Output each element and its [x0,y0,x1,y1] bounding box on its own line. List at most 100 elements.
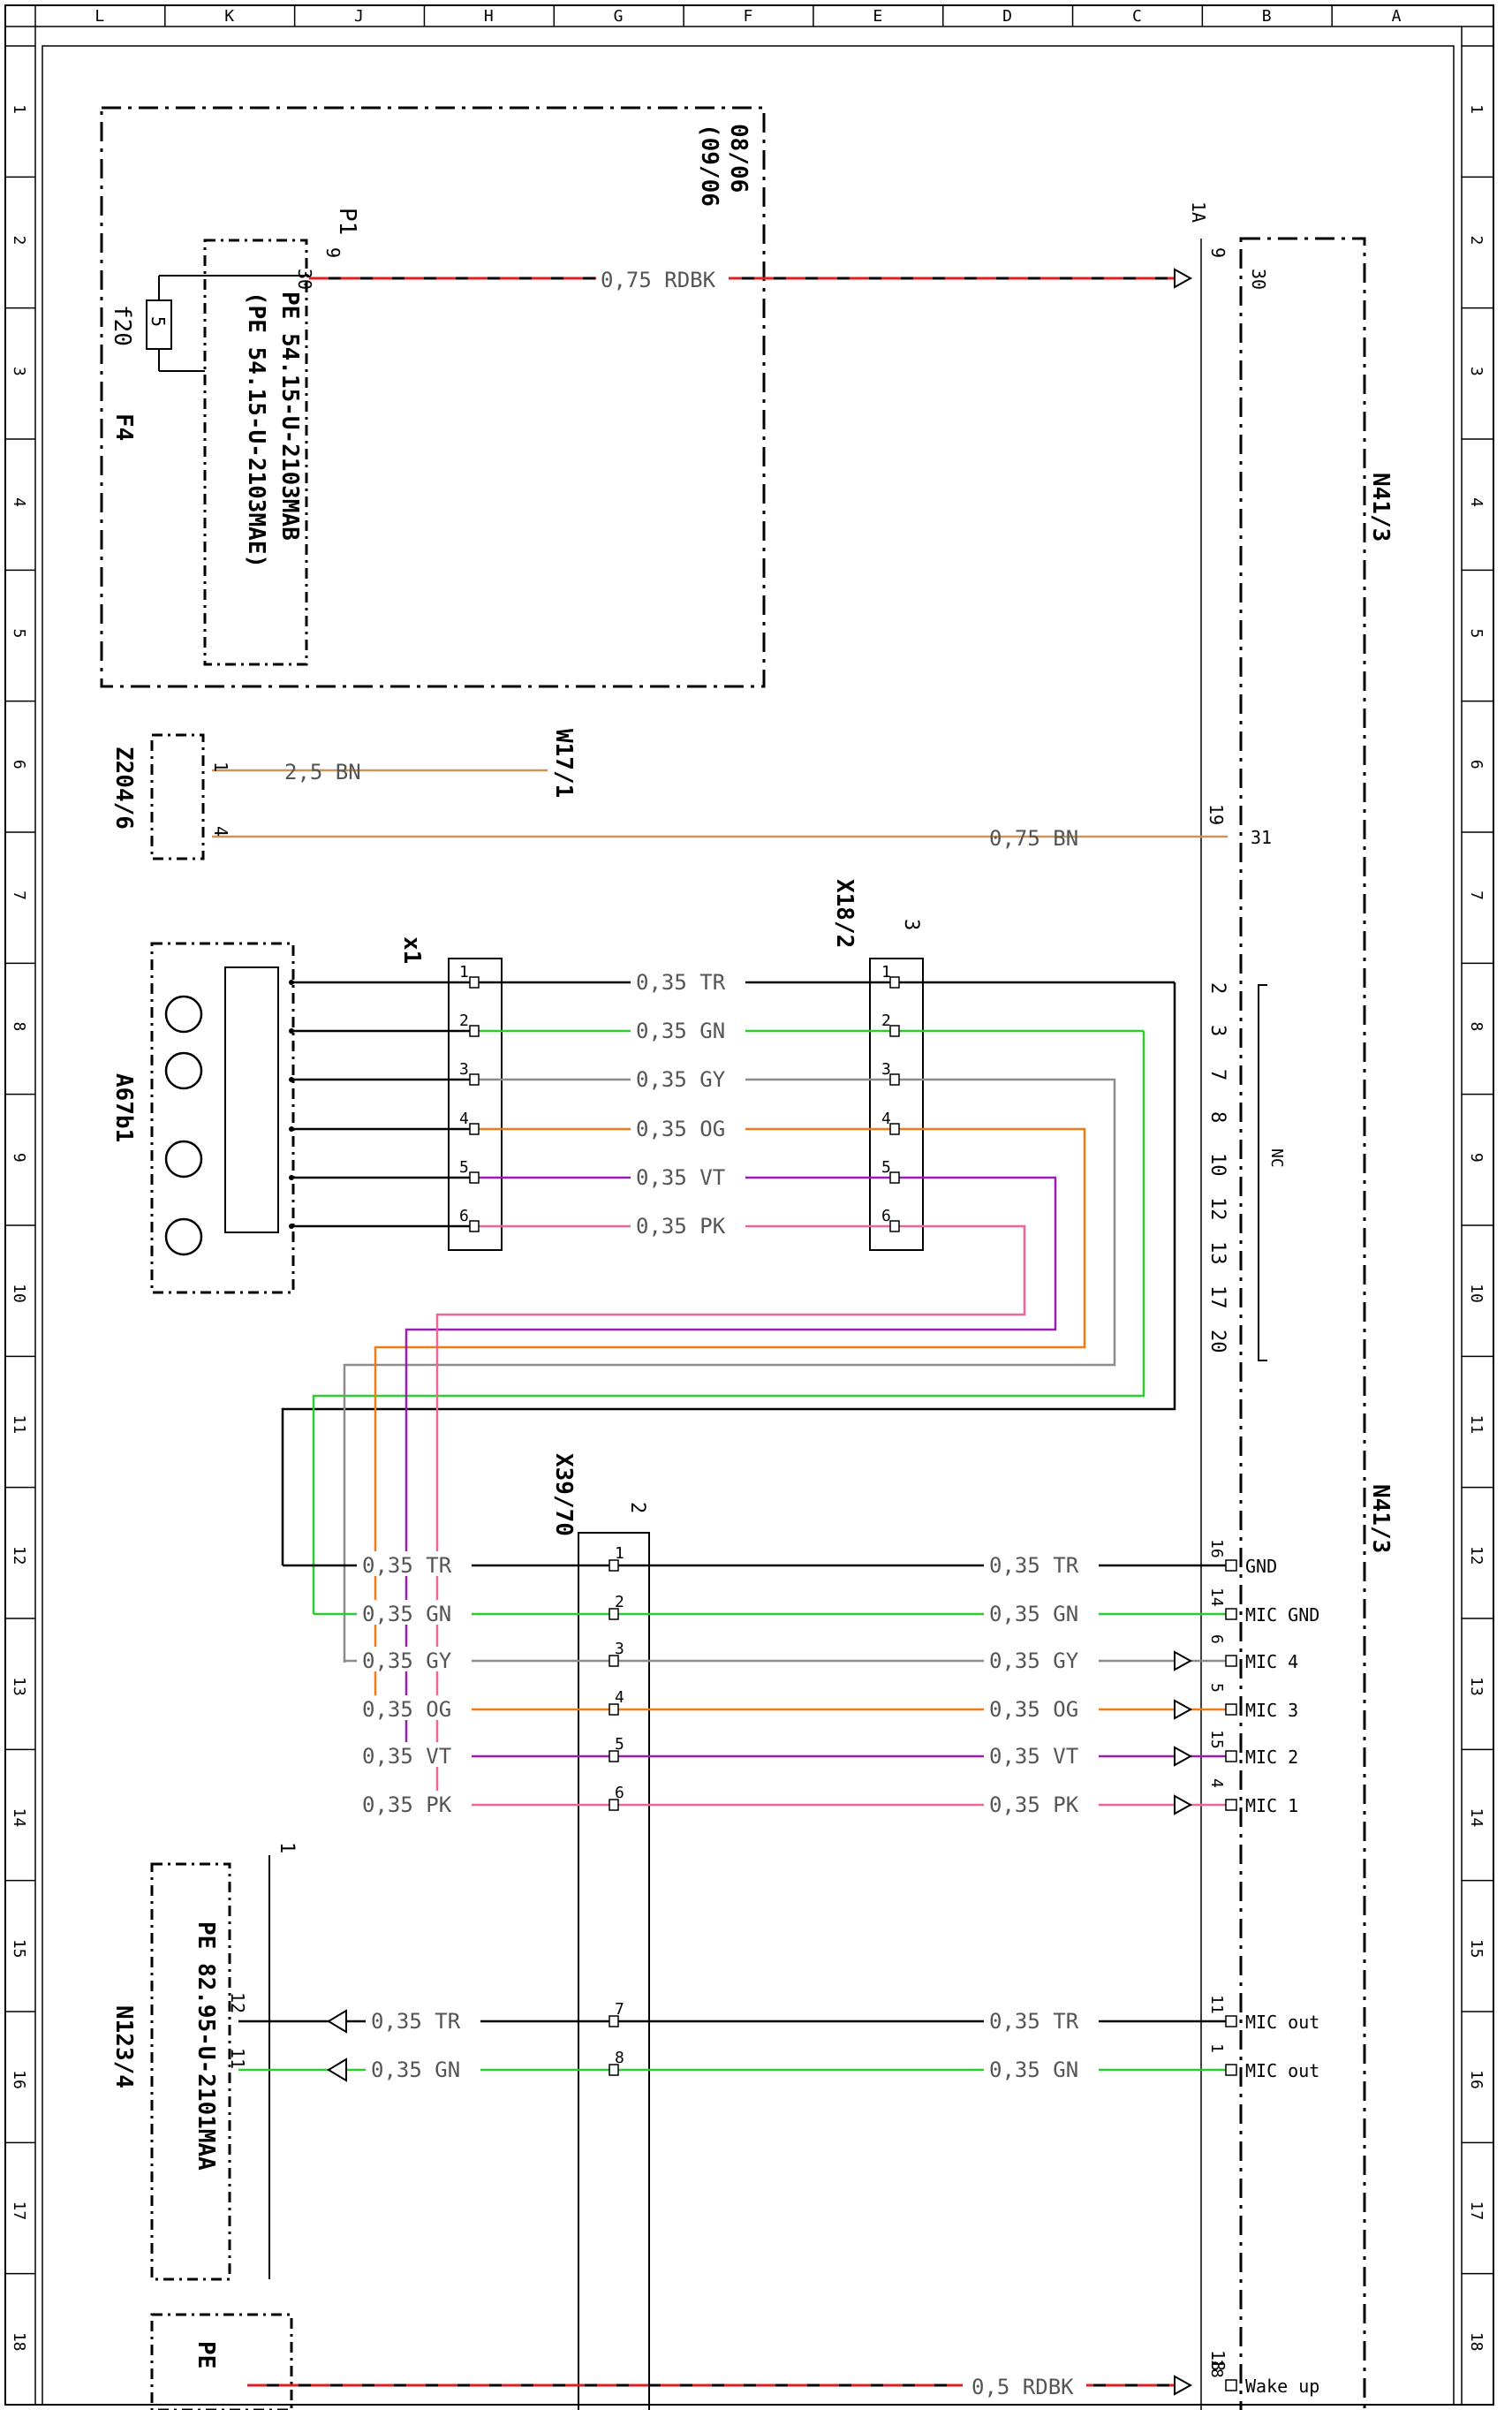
row-label-right: 12 [1467,1546,1486,1565]
label-p1: P1 [334,208,360,235]
arrow-connector [327,2009,347,2034]
column-label: L [94,7,104,26]
junction-dot [289,1077,294,1082]
pin-socket [1225,1608,1237,1620]
row-label-left: 4 [10,497,28,507]
pin-name: GND [1245,1556,1277,1577]
pin-name: MIC 1 [1245,1795,1298,1816]
label-rdbk-bottom: 0,5 RDBK [971,2375,1074,2399]
pin-31: 31 [1251,827,1272,848]
label-bg [984,1695,1099,1720]
pin-socket [609,1608,619,1620]
row-label-left: 15 [10,1939,28,1959]
pin-9b: 9 [322,247,344,258]
wire-label-right: 0,35 TR [989,1553,1079,1578]
pin-socket [889,976,900,989]
row-label-right: 7 [1467,890,1486,900]
pin-number: 5 [1207,1683,1226,1693]
ref-top: 08/06 [725,124,752,193]
wire-label-left: 0,35 GN [362,1602,451,1626]
pin-18: 18 [1207,2350,1228,2371]
arrow-connector [1174,1650,1193,1671]
pin-socket [469,976,480,989]
label-n123-num: 1 [276,1842,298,1853]
label-bg [984,2056,1099,2080]
wire-loop [374,1127,1086,1711]
row-label-left: 9 [10,1153,28,1163]
nc-pin-number: 2 [1206,982,1228,994]
wire-label-left: 0,35 GN [371,2058,460,2082]
label-x39-num: 2 [626,1502,648,1513]
row-label-right: 13 [1467,1677,1486,1696]
pin-socket [889,1171,900,1184]
label-x1: x1 [398,936,425,964]
pin-x18: 5 [881,1158,891,1177]
label-f20: f20 [109,305,135,346]
n123-outline [150,1862,231,2281]
wire-label-right: 0,35 VT [989,1744,1078,1769]
row-label-left: 7 [10,890,28,900]
row-label-right: 5 [1467,629,1486,639]
wire-label-right: 0,35 GN [989,2058,1078,2082]
row-label-left: 1 [10,104,28,114]
row-label-left: 6 [10,760,28,769]
nc-pin-number: 17 [1206,1285,1228,1309]
row-label-right: 15 [1467,1939,1486,1959]
row-label-right: 3 [1467,367,1486,376]
pin-number: 15 [1207,1730,1226,1749]
column-label: H [484,7,494,26]
pin-x18: 2 [881,1012,891,1030]
pin-12: 12 [227,1992,248,2013]
label-a67: A67b1 [110,1073,137,1142]
wire-label: 0,35 PK [636,1214,726,1239]
arrow-connector [1174,1794,1193,1815]
row-label-left: 16 [10,2070,28,2089]
pin-x1: 4 [459,1110,469,1128]
label-w17: W17/1 [550,729,577,798]
wire-label-right: 0,35 GY [989,1648,1079,1673]
pin-socket [1225,2015,1237,2027]
pin-name: MIC 2 [1245,1747,1298,1768]
row-label-left: 11 [10,1415,28,1435]
nc-pin-number: 8 [1206,1111,1228,1123]
pin-socket [469,1025,480,1037]
pin-x18: 6 [881,1207,891,1225]
row-label-right: 9 [1467,1153,1486,1163]
label-nc: NC [1267,1148,1286,1168]
pin-x39: 2 [615,1593,624,1611]
pin-x1: 3 [459,1060,469,1079]
nc-pin-number: 7 [1206,1069,1228,1080]
label-x39: X39/70 [550,1453,577,1536]
label-x18: X18/2 [831,879,858,948]
wire-label-right: 0,35 PK [989,1792,1079,1817]
label-bg [631,1065,745,1090]
pin-socket [1225,1559,1237,1572]
pin-9a: 9 [1207,247,1228,258]
pin-socket [1225,2064,1237,2076]
column-label: B [1262,7,1272,26]
label-bg [631,1115,745,1140]
label-bg [984,2007,1099,2032]
connector-x18-2 [869,958,924,1251]
wire-label-left: 0,35 TR [362,1553,452,1578]
label-bg [984,1600,1099,1625]
wire-label-left: 0,35 GY [362,1648,452,1673]
pin-socket [469,1123,480,1135]
column-label: A [1392,7,1402,26]
label-bn-25: 2,5 BN [284,760,361,784]
ref-bottom: (09/06 [696,124,722,207]
nc-pin-number: 3 [1206,1025,1228,1036]
junction-dot [289,1126,294,1132]
pin-socket [1225,1703,1237,1716]
pin-socket [609,2064,619,2076]
wire-label-right: 0,35 TR [989,2009,1079,2034]
pe-bottom-outline [150,2313,293,2410]
wire-label-right: 0,35 OG [989,1697,1078,1722]
pin-30b: 30 [294,269,315,290]
pin-1a: 1A [1188,201,1209,223]
junction-dot [289,980,294,985]
pin-number: 16 [1207,1539,1226,1558]
